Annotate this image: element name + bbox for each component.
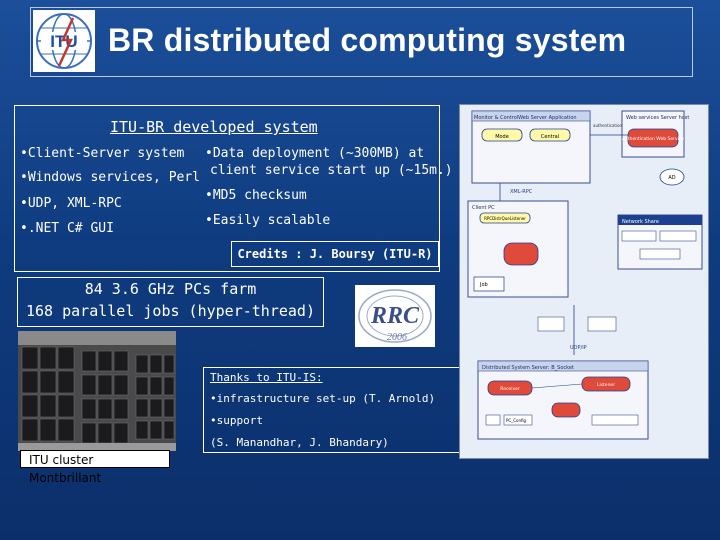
diagram-node-mode-label: Mode xyxy=(495,134,509,140)
diagram-node-central xyxy=(529,128,571,142)
diagram-client-pc-label: Client PC xyxy=(472,205,495,211)
diagram-network-share-label: Network Share xyxy=(622,219,659,225)
developed-system-title: ITU-BR developed system xyxy=(110,118,318,136)
diagram-ad-node xyxy=(659,168,685,186)
diagram-dss-label: Distributed System Server: B_Socket xyxy=(482,365,574,371)
architecture-diagram: Monitor & ControlWeb Server Application … xyxy=(459,104,709,459)
bullet-scalable: •Easily scalable xyxy=(205,213,331,228)
diagram-node-central-label: Central xyxy=(541,134,559,140)
thanks-title: Thanks to ITU-IS: xyxy=(210,371,323,384)
logo-text: ITU xyxy=(50,32,77,51)
farm-box: 84 3.6 GHz PCs farm 168 parallel jobs (h… xyxy=(17,277,324,327)
architecture-diagram-svg: Monitor & ControlWeb Server Application … xyxy=(467,110,703,440)
page-title: BR distributed computing system xyxy=(108,22,627,58)
rrc-logo-icon: RRC 2006 xyxy=(358,289,432,343)
server-rack-image xyxy=(18,331,176,451)
diagram-node-mode xyxy=(481,128,523,142)
diagram-auth-web-service xyxy=(627,128,679,148)
diagram-listener2-label: Listener xyxy=(597,382,615,388)
diagram-top-box-label: Monitor & ControlWeb Server Application xyxy=(474,115,577,121)
bullet-data-deployment: •Data deployment (~300MB) at xyxy=(205,146,425,161)
bullet-windows-services: •Windows services, Perl xyxy=(20,170,201,185)
diagram-receiver-label: Receiver xyxy=(500,386,520,392)
rrc-logo-text: RRC xyxy=(370,303,420,329)
diagram-auth-label: authentication xyxy=(593,123,623,128)
farm-line-2: 168 parallel jobs (hyper-thread) xyxy=(26,302,315,320)
photo-caption: ITU cluster Montbrillant xyxy=(20,450,170,485)
diagram-ad-label: AD xyxy=(668,175,675,181)
diagram-job-label: Job xyxy=(479,282,488,288)
diagram-listener-label: RPCDistrQueListener xyxy=(484,216,526,221)
rrc-logo-year: 2006 xyxy=(387,332,407,343)
credits-box: Credits : J. Boursy (ITU-R) xyxy=(231,241,439,267)
diagram-udp-label: UDP/IP xyxy=(570,345,587,351)
bullet-net-gui: •.NET C# GUI xyxy=(20,221,114,236)
farm-line-1: 84 3.6 GHz PCs farm xyxy=(84,280,257,298)
cluster-photo xyxy=(18,331,176,451)
itu-logo: ITU xyxy=(33,10,95,72)
bullet-md5: •MD5 checksum xyxy=(205,188,307,203)
diagram-pcconfig-label: PC_Config xyxy=(506,418,527,423)
itu-globe-icon: ITU xyxy=(36,13,92,69)
bullet-client-server: •Client-Server system xyxy=(20,146,185,161)
thanks-infrastructure: •infrastructure set-up (T. Arnold) xyxy=(210,392,436,405)
developed-system-frame xyxy=(14,105,440,272)
diagram-xmlrpc-label: XML-RPC xyxy=(510,189,533,195)
rrc-2006-logo: RRC 2006 xyxy=(355,285,435,347)
title-frame xyxy=(30,7,693,77)
thanks-names: (S. Manandhar, J. Bhandary) xyxy=(210,436,389,449)
diagram-web-services-label: Web services Server host xyxy=(626,115,689,121)
diagram-auth-ws-label: Authentication Web Service xyxy=(622,136,685,142)
bullet-udp-xmlrpc: •UDP, XML-RPC xyxy=(20,196,122,211)
bullet-data-deployment-cont: client service start up (~15m.) xyxy=(210,163,453,178)
thanks-support: •support xyxy=(210,414,263,427)
